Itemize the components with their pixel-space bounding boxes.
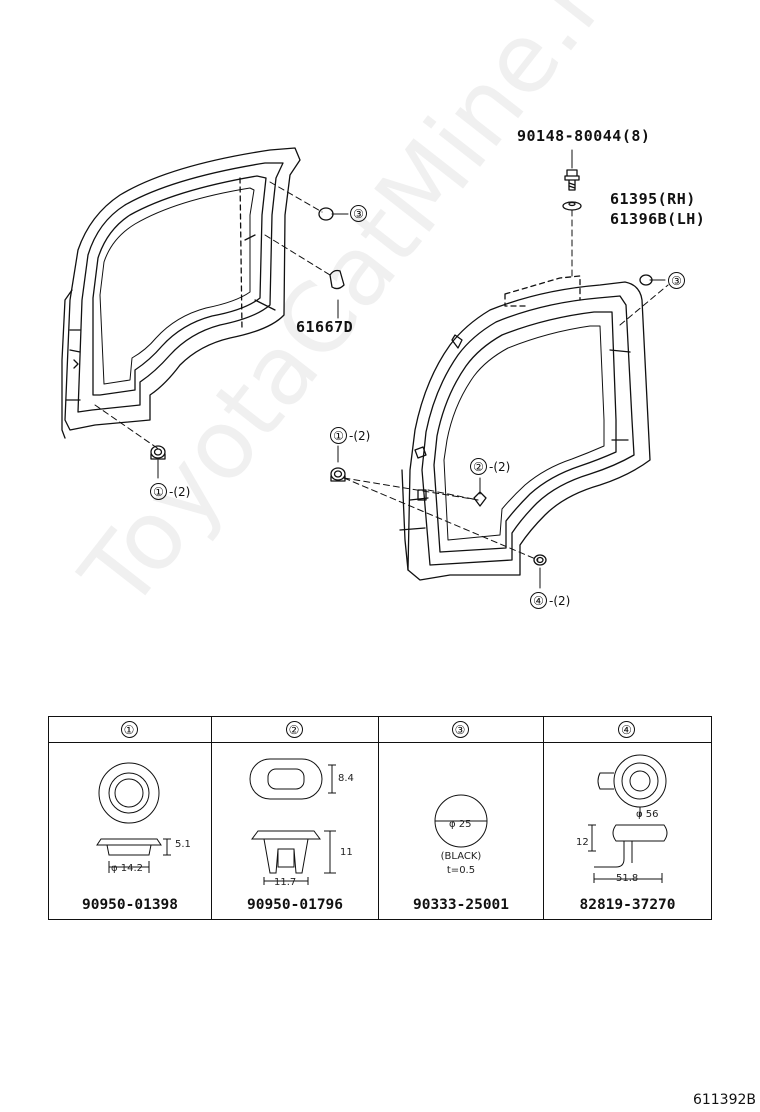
plug-3-left — [318, 207, 334, 221]
cover-61395 — [562, 201, 582, 211]
callout-1-left: ①-(2) — [150, 483, 190, 500]
dim-4-height: 12 — [576, 837, 589, 848]
callout-4-right: ④-(2) — [530, 592, 570, 609]
label-seal-61667D: 61667D — [296, 318, 354, 336]
part-number-4: 82819-37270 — [579, 897, 676, 913]
dim-2-height-2: 11 — [340, 847, 353, 858]
bolt-90148 — [564, 169, 580, 191]
grommet-4-right — [533, 554, 547, 566]
table-header-3: ③ — [379, 717, 544, 743]
right-door-frame — [399, 275, 651, 581]
callout-2-right: ②-(2) — [470, 458, 510, 475]
label-cover-rh: 61395(RH) — [610, 190, 696, 208]
dim-2-height-1: 8.4 — [338, 773, 354, 784]
note-3-color: (BLACK) — [440, 851, 482, 862]
part-number-3: 90333-25001 — [412, 897, 510, 913]
plug-3-drawing — [434, 794, 488, 848]
dim-3-diameter: φ 25 — [449, 819, 472, 830]
part-number-2: 90950-01796 — [246, 897, 344, 913]
callout-3-left: ③ — [350, 205, 369, 222]
left-door-frame — [61, 147, 301, 439]
diagram-code: 611392B — [692, 1092, 756, 1108]
callout-1-right: ①-(2) — [330, 427, 370, 444]
table-header-1: ① — [49, 717, 212, 743]
seal-61667D — [329, 269, 345, 290]
plug-3-right — [639, 274, 653, 286]
label-bolt-90148: 90148-80044(8) — [517, 127, 651, 145]
clip-2-drawing — [249, 758, 336, 885]
grommet-1-right — [330, 467, 346, 482]
table-cell-clip-2: 8.4 11 11.7 90950-01796 — [212, 743, 379, 919]
clip-2-right — [473, 491, 487, 507]
callout-3-right: ③ — [668, 272, 687, 289]
grommet-1-drawing — [96, 762, 171, 873]
dim-1-diameter: φ 14.2 — [111, 863, 144, 874]
note-3-thickness: t=0.5 — [446, 865, 476, 876]
table-header-2: ② — [212, 717, 379, 743]
table-cell-grommet-4: φ 56 12 51.8 82819-37270 — [544, 743, 711, 919]
table-cell-grommet-1: 5.1 φ 14.2 90950-01398 — [49, 743, 212, 919]
grommet-4-drawing — [588, 754, 668, 883]
dim-2-width: 11.7 — [274, 877, 297, 888]
part-number-1: 90950-01398 — [81, 897, 179, 913]
label-cover-lh: 61396B(LH) — [610, 210, 706, 228]
grommet-1-left — [150, 445, 166, 460]
parts-table: ① ② ③ ④ 5.1 φ 14.2 90950-01398 — [48, 716, 712, 920]
table-header-4: ④ — [544, 717, 711, 743]
dim-4-width: 51.8 — [616, 873, 639, 884]
table-cell-plug-3: φ 25 (BLACK) t=0.5 90333-25001 — [379, 743, 544, 919]
dim-4-diameter: φ 56 — [636, 809, 659, 820]
dim-1-height: 5.1 — [175, 839, 191, 850]
